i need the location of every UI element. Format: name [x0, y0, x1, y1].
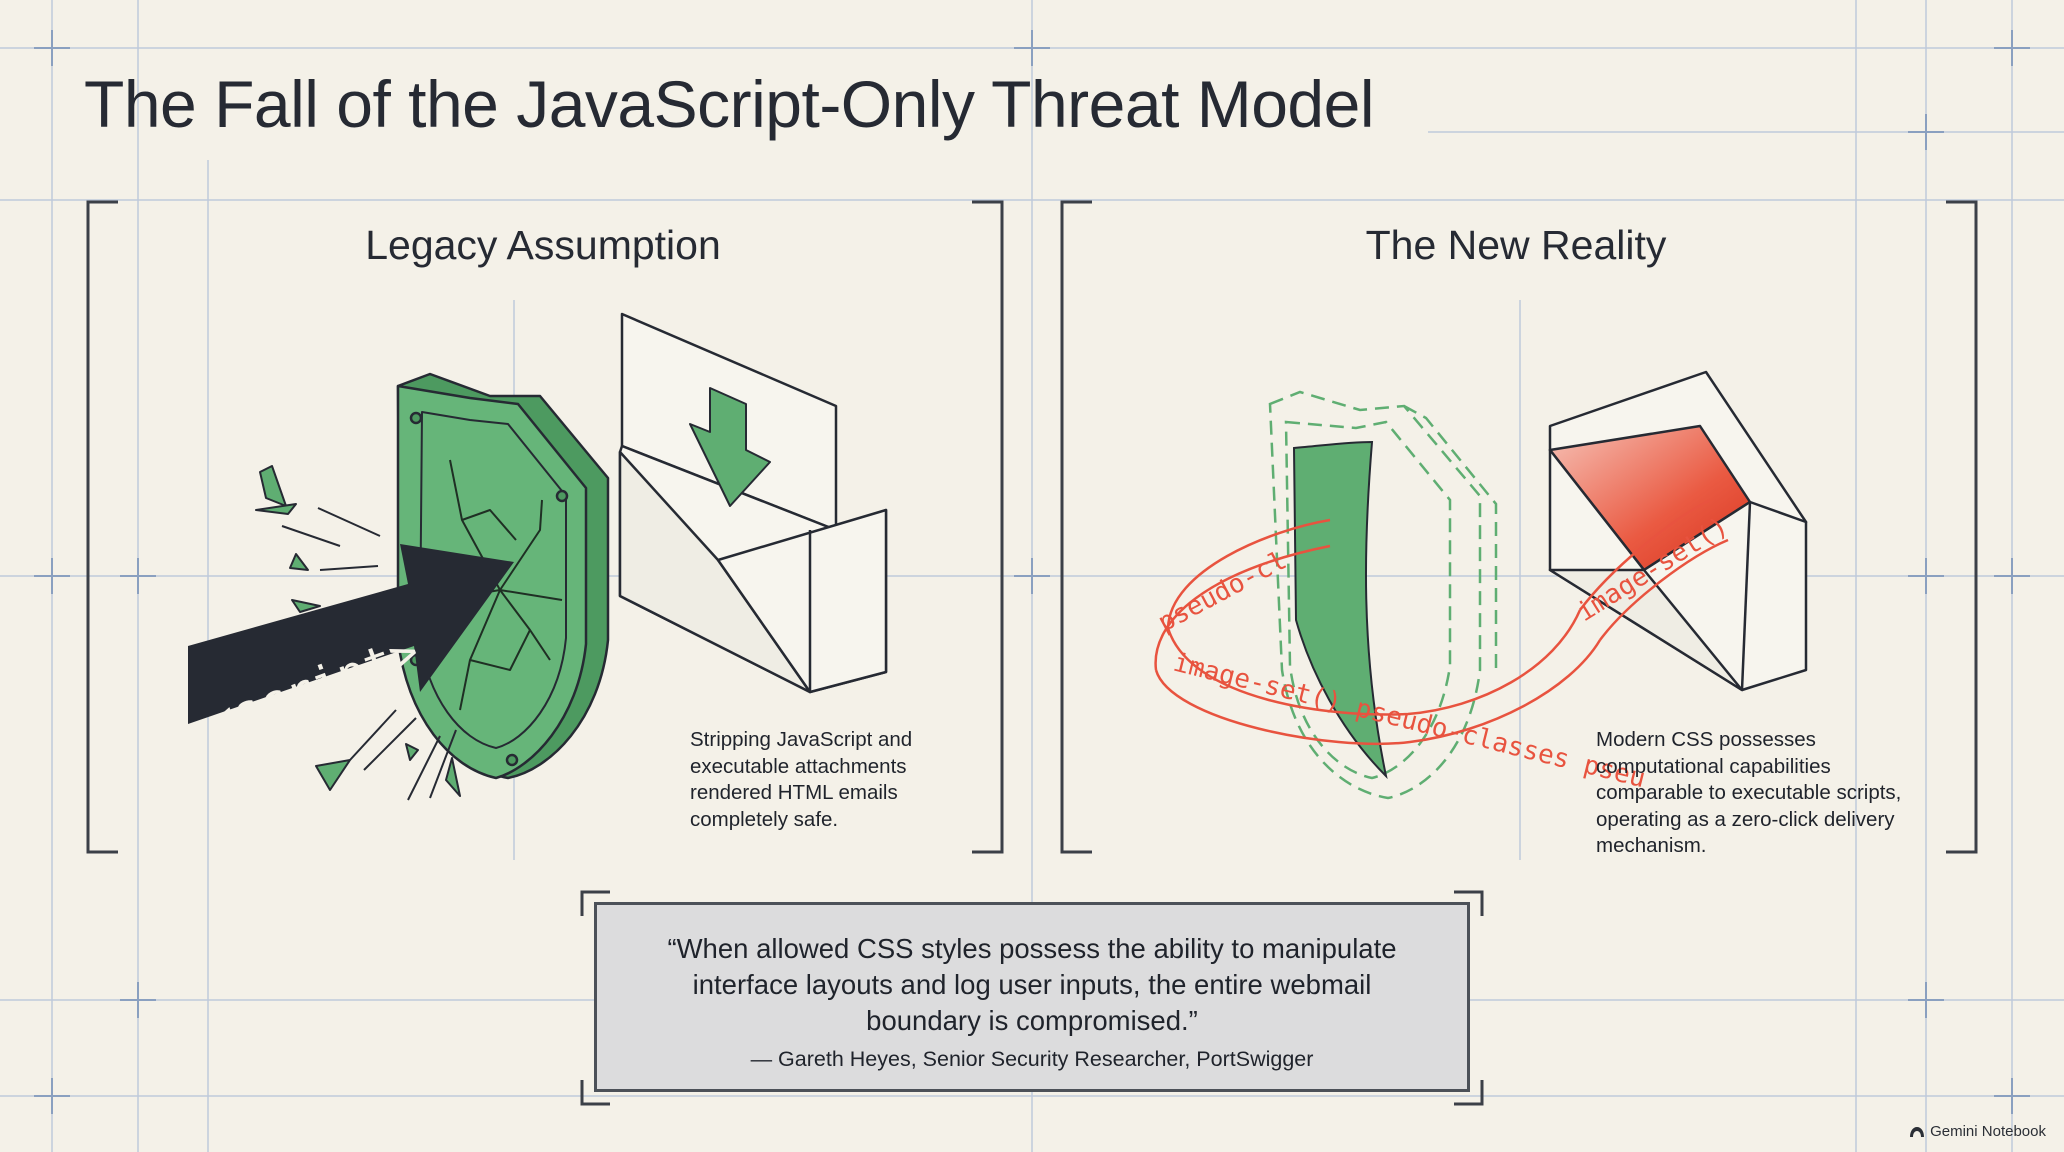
quote-box: “When allowed CSS styles possess the abi… [594, 902, 1470, 1092]
brand-badge: Gemini Notebook [1909, 1123, 2046, 1140]
gemini-notebook-icon [1910, 1126, 1925, 1137]
legacy-illustration: <script> [188, 312, 888, 801]
legacy-caption: Stripping JavaScript and executable atta… [690, 728, 913, 831]
envelope-breach-icon [1548, 370, 1808, 692]
brand-label: Gemini Notebook [1930, 1123, 2046, 1140]
new-reality-caption: Modern CSS possesses computational capab… [1596, 728, 1902, 857]
slide-title: The Fall of the JavaScript-Only Threat M… [84, 67, 1375, 141]
legacy-assumption-heading: Legacy Assumption [365, 222, 721, 268]
impact-lines [281, 507, 457, 801]
dashed-shield-icon [1268, 390, 1498, 800]
quote-text: “When allowed CSS styles possess the abi… [667, 933, 1397, 1036]
new-reality-illustration: pseudo-cl image-set() image-set() pseudo… [1153, 370, 1808, 800]
envelope-download-icon [618, 312, 888, 694]
shield-shard-icon [255, 465, 461, 797]
quote-attribution: — Gareth Heyes, Senior Security Research… [750, 1047, 1314, 1071]
new-reality-heading: The New Reality [1365, 222, 1667, 268]
solid-shield-fill [1292, 440, 1388, 780]
css-ribbon-icon [1154, 498, 1729, 746]
